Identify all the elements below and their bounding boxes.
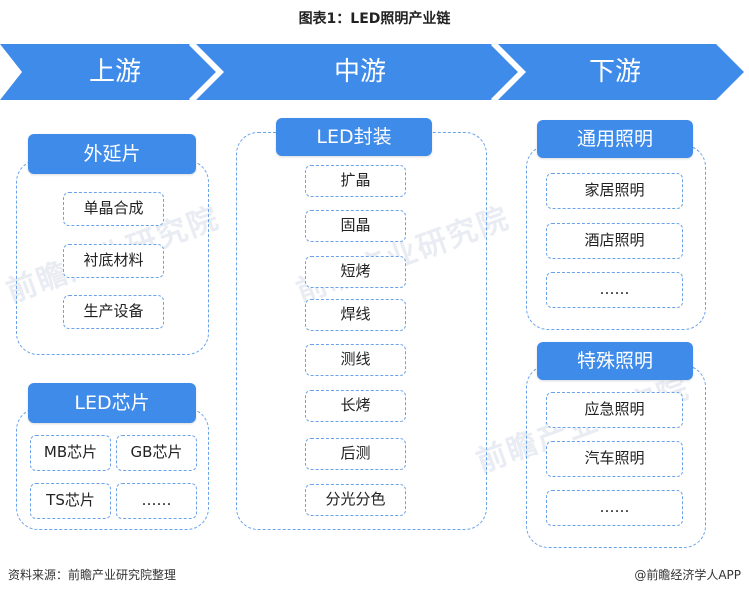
- stage-arrow-band: [0, 44, 744, 100]
- epitaxy-item: 衬底材料: [63, 244, 164, 278]
- chip-item: GB芯片: [116, 435, 197, 471]
- general-lighting-item: 家居照明: [546, 173, 683, 209]
- chart-title: 图表1：LED照明产业链: [298, 11, 451, 27]
- stage-label-midstream: 中游: [333, 57, 386, 87]
- packaging-header: LED封装: [276, 118, 432, 156]
- special-lighting-item: 汽车照明: [546, 441, 683, 477]
- stage-arrow-upstream: [0, 44, 218, 100]
- general-lighting-header: 通用照明: [537, 120, 693, 158]
- epitaxy-item: 单晶合成: [63, 192, 164, 226]
- packaging-step: 测线: [305, 344, 406, 376]
- chip-header: LED芯片: [28, 383, 196, 423]
- chip-item: TS芯片: [30, 483, 111, 519]
- packaging-step: 分光分色: [305, 484, 406, 516]
- epitaxy-header: 外延片: [28, 134, 196, 174]
- special-lighting-header: 特殊照明: [537, 342, 693, 380]
- packaging-step: 短烤: [305, 256, 406, 288]
- general-lighting-item: 酒店照明: [546, 223, 683, 259]
- general-lighting-item: ……: [546, 272, 683, 308]
- packaging-step: 扩晶: [305, 165, 406, 197]
- special-lighting-item: 应急照明: [546, 392, 683, 428]
- stage-arrow-downstream: [498, 44, 744, 100]
- brand-credit: @前瞻经济学人APP: [634, 568, 741, 582]
- special-lighting-item: ……: [546, 490, 683, 526]
- packaging-step: 焊线: [305, 299, 406, 331]
- source-note: 资料来源：前瞻产业研究院整理: [8, 568, 177, 582]
- stage-arrow-midstream: [196, 44, 520, 100]
- chip-item: ……: [116, 483, 197, 519]
- stage-label-downstream: 下游: [588, 57, 641, 87]
- packaging-step: 后测: [305, 438, 406, 470]
- packaging-step: 长烤: [305, 390, 406, 422]
- chip-item: MB芯片: [30, 435, 111, 471]
- packaging-step: 固晶: [305, 210, 406, 242]
- epitaxy-item: 生产设备: [63, 295, 164, 329]
- stage-label-upstream: 上游: [88, 57, 141, 87]
